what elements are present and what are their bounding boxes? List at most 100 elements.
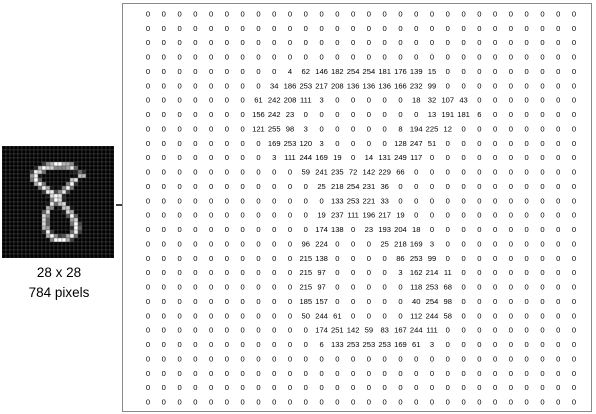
pixel-value: 0 bbox=[256, 354, 260, 363]
thumbnail-pixel bbox=[33, 185, 39, 191]
pixel-value: 249 bbox=[394, 153, 407, 162]
pixel-value: 254 bbox=[426, 297, 439, 306]
thumbnail-pixel bbox=[21, 149, 27, 155]
thumbnail-pixel bbox=[45, 165, 51, 171]
pixel-value: 0 bbox=[225, 383, 229, 392]
pixel-value: 0 bbox=[288, 297, 292, 306]
pixel-value: 0 bbox=[493, 340, 497, 349]
pixel-value: 0 bbox=[304, 369, 308, 378]
pixel-value: 0 bbox=[304, 326, 308, 335]
pixel-value: 4 bbox=[288, 67, 292, 76]
pixel-value: 0 bbox=[430, 225, 434, 234]
pixel-value: 0 bbox=[509, 182, 513, 191]
pixel-value: 0 bbox=[177, 297, 181, 306]
pixel-value: 0 bbox=[540, 53, 544, 62]
pixel-value: 0 bbox=[304, 38, 308, 47]
pixel-value: 0 bbox=[383, 124, 387, 133]
pixel-value: 0 bbox=[177, 354, 181, 363]
thumbnail-pixel bbox=[109, 181, 114, 187]
pixel-value: 0 bbox=[367, 10, 371, 19]
thumbnail-pixel bbox=[97, 146, 103, 151]
thumbnail-pixel bbox=[89, 197, 95, 203]
pixel-value: 0 bbox=[193, 211, 197, 220]
pixel-value: 0 bbox=[335, 96, 339, 105]
pixel-value: 174 bbox=[315, 326, 328, 335]
pixel-value: 0 bbox=[414, 24, 418, 33]
thumbnail-pixel bbox=[69, 213, 75, 219]
pixel-value: 0 bbox=[525, 283, 529, 292]
thumbnail-pixel bbox=[37, 193, 43, 199]
pixel-value: 0 bbox=[177, 182, 181, 191]
thumbnail-pixel bbox=[85, 233, 91, 239]
thumbnail-pixel bbox=[41, 149, 47, 155]
pixel-value: 0 bbox=[304, 196, 308, 205]
pixel-value: 0 bbox=[446, 398, 450, 407]
pixel-value: 61 bbox=[254, 96, 262, 105]
pixel-value: 0 bbox=[509, 139, 513, 148]
pixel-value: 0 bbox=[477, 24, 481, 33]
thumbnail-pixel bbox=[69, 249, 75, 255]
thumbnail-pixel bbox=[109, 165, 114, 171]
pixel-value: 0 bbox=[367, 254, 371, 263]
thumbnail-pixel bbox=[81, 193, 87, 199]
pixel-value: 0 bbox=[398, 398, 402, 407]
thumbnail-pixel bbox=[65, 197, 71, 203]
thumbnail-pixel bbox=[2, 165, 7, 171]
pixel-value: 0 bbox=[146, 254, 150, 263]
thumbnail-pixel bbox=[77, 205, 83, 211]
pixel-value: 0 bbox=[304, 110, 308, 119]
thumbnail-pixel bbox=[5, 229, 11, 235]
pixel-value: 0 bbox=[177, 10, 181, 19]
thumbnail-pixel bbox=[65, 146, 71, 151]
pixel-value: 0 bbox=[509, 340, 513, 349]
thumbnail-pixel bbox=[41, 205, 47, 211]
thumbnail-pixel bbox=[37, 229, 43, 235]
thumbnail-pixel bbox=[37, 157, 43, 163]
thumbnail-pixel bbox=[85, 205, 91, 211]
thumbnail-pixel bbox=[73, 173, 79, 179]
thumbnail-pixel bbox=[37, 153, 43, 159]
pixel-value: 15 bbox=[428, 67, 436, 76]
thumbnail-pixel bbox=[53, 225, 59, 231]
pixel-value: 0 bbox=[477, 81, 481, 90]
thumbnail-pixel bbox=[53, 253, 59, 258]
thumbnail-pixel bbox=[53, 165, 59, 171]
pixel-value: 0 bbox=[351, 153, 355, 162]
pixel-value: 0 bbox=[540, 369, 544, 378]
pixel-value: 0 bbox=[193, 369, 197, 378]
pixel-value: 111 bbox=[300, 96, 312, 105]
thumbnail-pixel bbox=[33, 217, 39, 223]
thumbnail-pixel bbox=[109, 217, 114, 223]
thumbnail-pixel bbox=[13, 181, 19, 187]
pixel-value: 0 bbox=[209, 110, 213, 119]
thumbnail-pixel bbox=[25, 146, 31, 151]
thumbnail-pixel bbox=[45, 197, 51, 203]
pixel-value: 0 bbox=[209, 297, 213, 306]
pixel-value: 254 bbox=[347, 182, 360, 191]
thumbnail-pixel bbox=[37, 165, 43, 171]
thumbnail-pixel bbox=[33, 221, 39, 227]
pixel-value: 0 bbox=[256, 311, 260, 320]
pixel-value: 0 bbox=[509, 96, 513, 105]
pixel-value: 0 bbox=[256, 225, 260, 234]
pixel-value: 169 bbox=[268, 139, 281, 148]
pixel-value: 0 bbox=[209, 340, 213, 349]
pixel-value: 0 bbox=[319, 196, 323, 205]
pixel-value: 0 bbox=[241, 225, 245, 234]
pixel-value: 0 bbox=[272, 340, 276, 349]
thumbnail-pixel bbox=[25, 217, 31, 223]
pixel-value: 0 bbox=[572, 239, 576, 248]
pixel-value: 0 bbox=[446, 139, 450, 148]
thumbnail-pixel bbox=[37, 217, 43, 223]
pixel-value: 0 bbox=[335, 283, 339, 292]
thumbnail-pixel bbox=[85, 253, 91, 258]
pixel-value: 196 bbox=[363, 211, 376, 220]
pixel-value: 0 bbox=[241, 139, 245, 148]
thumbnail-pixel bbox=[77, 193, 83, 199]
thumbnail-pixel bbox=[57, 197, 63, 203]
pixel-value: 0 bbox=[398, 354, 402, 363]
thumbnail-pixel bbox=[77, 241, 83, 247]
thumbnail-pixel bbox=[49, 153, 55, 159]
thumbnail-pixel bbox=[21, 181, 27, 187]
thumbnail-pixel bbox=[57, 177, 63, 183]
